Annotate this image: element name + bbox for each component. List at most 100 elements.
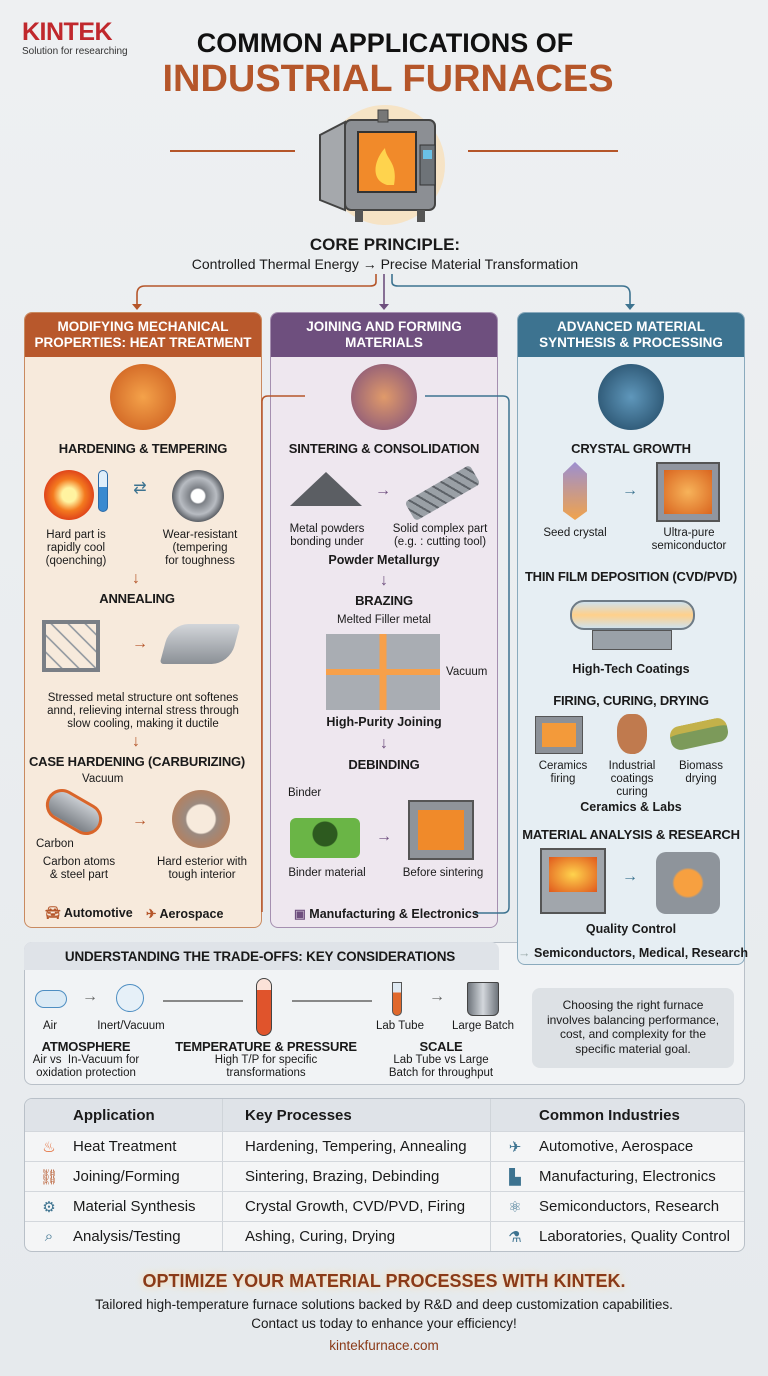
stressed-frame-icon [42,620,100,672]
ceramics-labs-label: Ceramics & Labs [580,800,682,814]
industry-semiconductors: → Semiconductors, Medical, Research [518,946,748,960]
footer-line1: Tailored high-temperature furnace soluti… [95,1297,673,1312]
right-arrow-icon: → [429,988,445,1005]
hot-gear-icon [44,470,94,520]
table-row: ⌕Analysis/Testing Ashing, Curing, Drying… [25,1221,744,1251]
section-title: ANNEALING [99,591,175,606]
solid-part-caption: Solid complex part (e.g. : cutting tool) [392,523,488,548]
tradeoffs-note: Choosing the right furnace involves bala… [546,998,720,1056]
airplane-icon: ✈ [146,907,160,921]
scale-text: Lab Tube vs Large Batch for throughput [388,1054,494,1079]
before-sintering-caption: Before sintering [402,867,484,879]
right-arrow-icon: → [132,812,148,829]
cell-processes: Hardening, Tempering, Annealing [223,1132,491,1161]
atom-icon: ⚛ [508,1198,522,1216]
powder-cone-icon [351,364,417,430]
right-arrow-icon: → [132,635,148,652]
seed-crystal-icon [563,462,587,520]
atmosphere-title: ATMOSPHERE [41,1039,131,1054]
cell-processes: Sintering, Brazing, Debinding [223,1162,491,1191]
temperature-pressure-title: TEMPERATURE & PRESSURE [175,1039,357,1054]
coatings-curing-caption: Industrial coatings curing [608,760,656,798]
header-processes: Key Processes [223,1099,491,1131]
right-arrow-icon: → [82,988,98,1005]
arrow-left-in [170,150,295,152]
scale-title: SCALE [419,1039,463,1054]
muffle-furnace-icon [540,848,606,914]
long-arrow [163,1000,243,1002]
cell-industries: Manufacturing, Electronics [539,1168,716,1185]
right-arrow-icon: → [376,828,392,845]
tradeoffs-title: UNDERSTANDING THE TRADE-OFFS: KEY CONSID… [64,949,456,964]
crucible-furnace-icon [656,852,720,914]
cell-application: Analysis/Testing [73,1228,181,1245]
down-arrow-icon: ↓ [380,572,388,589]
section-title: CRYSTAL GROWTH [571,441,691,456]
arrow-right-in [468,150,618,152]
chip-icon: ▣ [294,907,310,921]
carbon-label: Carbon [36,838,74,850]
column-title: MODIFYING MECHANICAL PROPERTIES: HEAT TR… [25,313,261,357]
carburized-ring-icon [172,790,230,848]
title-line2: INDUSTRIAL FURNACES [162,58,614,100]
cell-processes: Crystal Growth, CVD/PVD, Firing [223,1192,491,1221]
magnifier-icon: ⌕ [44,1228,54,1245]
car-icon: 🚘︎ [45,906,64,920]
cell-industries: Laboratories, Quality Control [539,1228,730,1245]
green-part-icon [290,818,360,858]
industry-aerospace: ✈ Aerospace [146,907,224,921]
pot-icon [617,714,647,754]
section-title: MATERIAL ANALYSIS & RESEARCH [522,827,740,842]
high-purity-joining-label: High-Purity Joining [326,715,442,729]
down-arrow-icon: ↓ [132,570,140,587]
cell-industries: Automotive, Aerospace [539,1138,694,1155]
cell-application: Joining/Forming [73,1168,180,1185]
ceramics-firing-caption: Ceramics firing [538,760,588,785]
temperature-pressure-text: High T/P for specific transformations [214,1054,318,1079]
high-tech-coatings-label: High-Tech Coatings [572,662,690,676]
furnace-icon [319,105,445,225]
atom-icon [598,364,664,430]
thermometer-icon [98,470,108,512]
semiconductor-caption: Ultra-pure semiconductor [651,527,727,552]
thermometer-icon [256,978,272,1036]
section-title: DEBINDING [348,757,420,772]
tube-furnace-base [592,630,672,650]
steel-gear-icon [172,470,224,522]
table-row: ⚙Material Synthesis Crystal Growth, CVD/… [25,1191,744,1221]
inert-vacuum-label: Inert/Vacuum [97,1020,165,1032]
section-title: SINTERING & CONSOLIDATION [288,441,480,456]
swap-arrows-icon: ⇄ [133,480,147,497]
section-title: HARDENING & TEMPERING [58,441,228,456]
quality-control-label: Quality Control [585,922,677,936]
cvd-tube-furnace-icon [570,600,695,630]
tradeoffs-header [24,942,499,970]
gear-icon: ⚙ [42,1198,56,1216]
cloud-icon [35,990,67,1008]
powders-caption: Metal powders bonding under [289,523,365,548]
footer-url[interactable]: kintekfurnace.com [329,1338,439,1353]
atmosphere-text: Air vs In-Vacuum for oxidation protectio… [32,1054,140,1079]
brazed-joint-icon [326,634,440,710]
industry-manufacturing: ▣ Manufacturing & Electronics [294,907,479,921]
table-row: ⛓ Joining/Forming Sintering, Brazing, Deb… [25,1161,744,1191]
footer-cta: OPTIMIZE YOUR MATERIAL PROCESSES WITH KI… [142,1271,626,1291]
temper-caption: Wear-resistant (tempering for toughness [162,529,238,567]
large-pot-icon [467,982,499,1016]
large-batch-label: Large Batch [451,1020,515,1032]
link-icon: ⛓ [39,1168,59,1186]
seed-crystal-caption: Seed crystal [543,527,607,539]
quench-caption: Hard part is rapidly cool (qoenching) [45,529,107,567]
right-arrow-icon: → [622,482,638,499]
powder-metallurgy-label: Powder Metallurgy [328,553,440,567]
factory-icon: ▙ [509,1168,521,1186]
lab-tube-label: Lab Tube [376,1020,424,1032]
filler-metal-label: Melted Filler metal [337,614,431,626]
vacuum-label: Vacuum [446,666,488,678]
table-row: ♨Heat Treatment Hardening, Tempering, An… [25,1131,744,1161]
right-arrow-icon: → [622,868,638,885]
cell-industries: Semiconductors, Research [539,1198,720,1215]
applications-table: Application Key Processes Common Industr… [24,1098,745,1252]
branch-arrows [132,274,635,310]
section-title: CASE HARDENING (CARBURIZING) [28,754,246,769]
